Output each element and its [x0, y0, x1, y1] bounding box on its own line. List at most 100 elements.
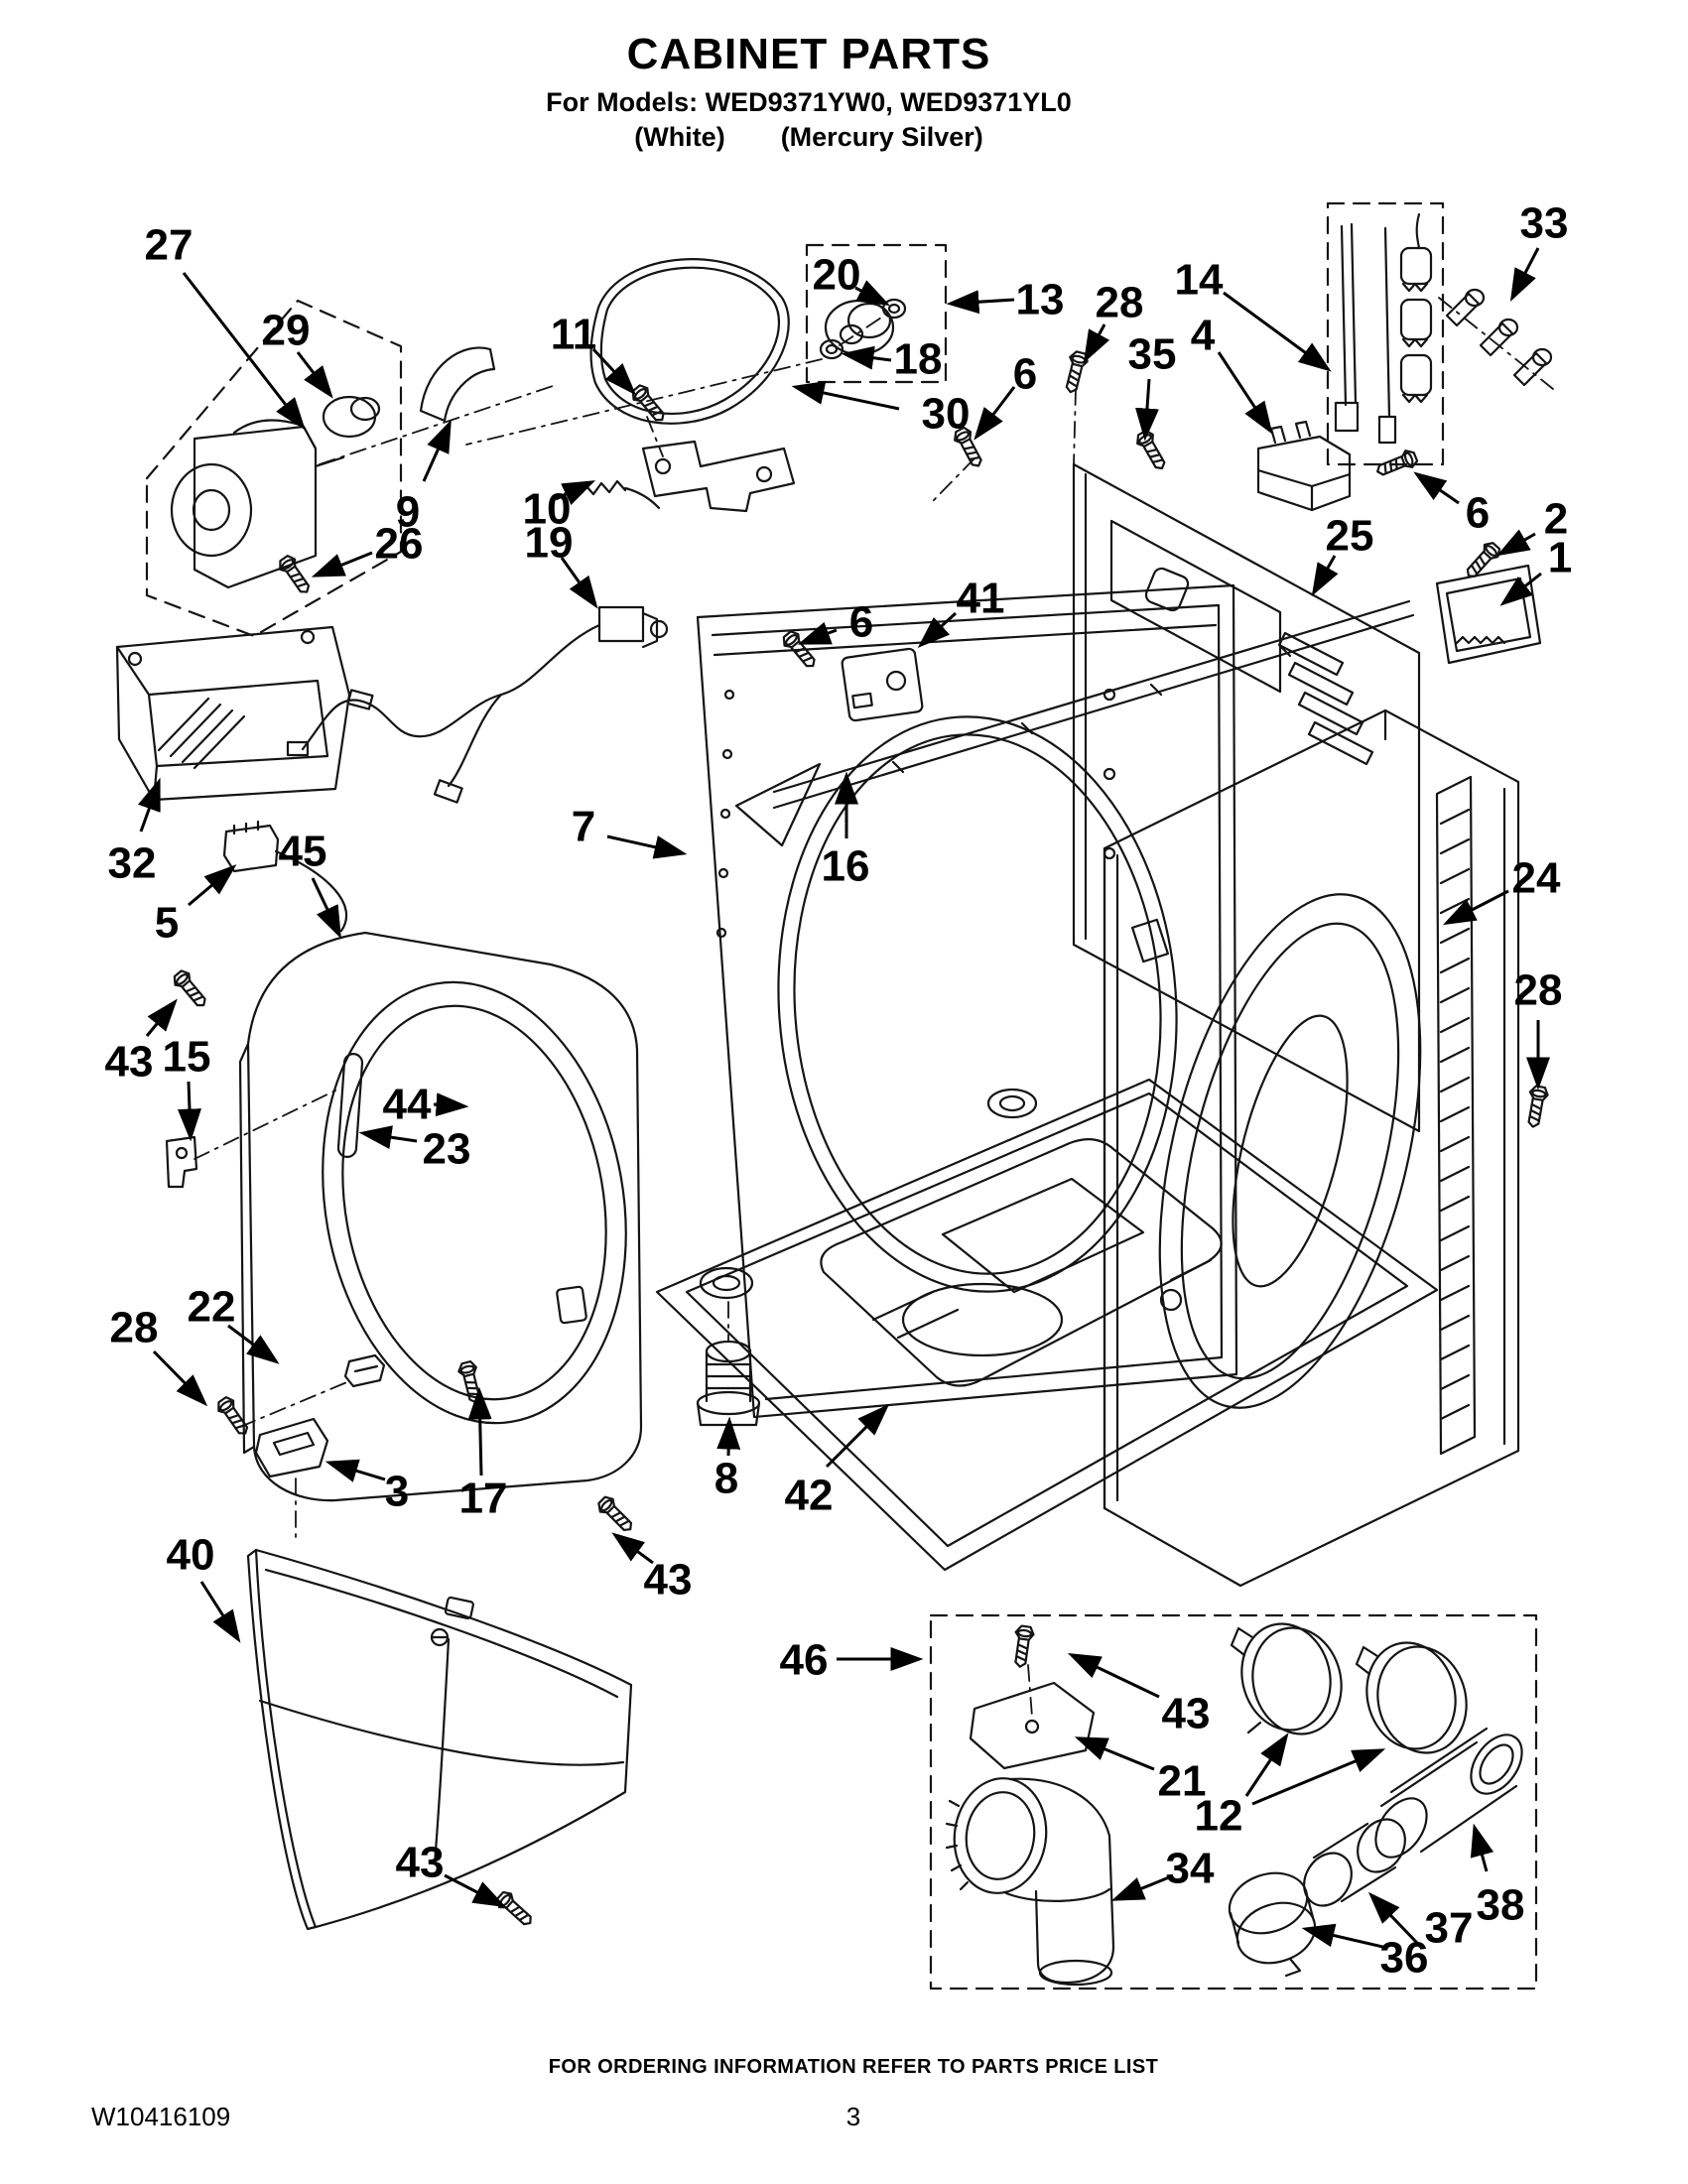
part-callout-41: 41 — [917, 575, 1005, 649]
part-number-label: 35 — [1128, 330, 1177, 379]
hinge-bracket-drawing — [254, 1417, 329, 1545]
terminal-block-drawing — [222, 820, 280, 873]
part-callout-12: 12 — [1195, 1733, 1386, 1841]
drive-belt-drawing — [589, 258, 790, 427]
page-header: CABINET PARTS For Models: WED9371YW0, WE… — [0, 30, 1618, 153]
clamp-drawing — [1230, 1622, 1468, 1754]
front-panel-drawing — [165, 931, 643, 1545]
terminal-bracket-drawing — [1256, 420, 1420, 512]
cord-bracket-drawing — [115, 625, 351, 802]
part-callout-24: 24 — [1443, 854, 1561, 926]
part-callout-20: 20 — [813, 251, 890, 307]
part-number-label: 28 — [1096, 279, 1144, 327]
part-callout-13: 13 — [946, 276, 1065, 324]
motor-bracket-drawing — [275, 346, 496, 598]
part-number-label: 27 — [145, 221, 194, 270]
part-callout-32: 32 — [108, 777, 161, 888]
part-callout-19: 19 — [525, 519, 598, 609]
part-callout-6: 6 — [1413, 471, 1490, 538]
part-number-label: 43 — [396, 1839, 445, 1887]
rear-panel-drawing — [1072, 462, 1421, 1133]
cabinet-wrapper-drawing — [1103, 708, 1550, 1588]
part-callout-33: 33 — [1509, 199, 1568, 302]
part-number-label: 42 — [785, 1472, 834, 1520]
duct-coupler-drawing — [1303, 1818, 1406, 1907]
idler-arm-drawing — [560, 416, 796, 513]
part-callout-25: 25 — [1311, 512, 1374, 596]
part-number-label: 5 — [155, 899, 179, 948]
wire-nuts-drawing — [1438, 288, 1554, 390]
part-callout-23: 23 — [358, 1125, 470, 1174]
part-callout-7: 7 — [572, 803, 688, 859]
part-number-label: 12 — [1195, 1792, 1243, 1841]
part-number-label: 8 — [714, 1455, 738, 1503]
part-callout-34: 34 — [1110, 1845, 1215, 1901]
finish-silver: (Mercury Silver) — [780, 122, 983, 152]
louver-column-drawing — [1435, 775, 1477, 1456]
part-callout-4: 4 — [1191, 312, 1273, 435]
finish-line: (White) (Mercury Silver) — [0, 122, 1618, 153]
part-number-label: 26 — [375, 520, 424, 569]
part-number-label: 9 — [396, 488, 420, 537]
part-number-label: 18 — [894, 335, 943, 384]
part-number-label: 36 — [1380, 1934, 1429, 1983]
part-callout-27: 27 — [145, 221, 306, 431]
part-number-label: 13 — [1016, 276, 1065, 324]
part-number-label: 19 — [525, 519, 574, 568]
part-callout-38: 38 — [1470, 1823, 1525, 1930]
part-number-label: 38 — [1477, 1881, 1525, 1930]
part-number-label: 25 — [1326, 512, 1374, 561]
part-number-label: 21 — [1158, 1757, 1207, 1806]
lint-screen-slot-drawing — [336, 1053, 364, 1158]
part-number-label: 40 — [167, 1531, 215, 1580]
part-callout-43: 43 — [105, 998, 178, 1087]
part-number-label: 44 — [383, 1081, 432, 1129]
part-callout-26: 26 — [311, 520, 424, 578]
part-number-label: 14 — [1175, 256, 1224, 305]
part-callout-28: 28 — [1083, 279, 1144, 363]
part-number-label: 45 — [279, 828, 327, 876]
part-callout-36: 36 — [1301, 1923, 1429, 1983]
document-number: W10416109 — [91, 2102, 231, 2131]
part-callout-5: 5 — [155, 864, 237, 948]
footer-note: FOR ORDERING INFORMATION REFER TO PARTS … — [548, 2056, 1159, 2078]
part-number-label: 20 — [813, 251, 861, 300]
part-number-label: 41 — [957, 575, 1005, 623]
part-callout-3: 3 — [325, 1459, 409, 1516]
page-title: CABINET PARTS — [626, 30, 991, 78]
part-callout-16: 16 — [822, 771, 869, 891]
finish-white: (White) — [634, 122, 725, 152]
part-number-label: 15 — [163, 1033, 211, 1082]
top-bracket-drawing — [734, 599, 1415, 847]
motor-pulley-drawing — [322, 395, 377, 439]
part-number-label: 46 — [780, 1636, 829, 1685]
terminal-cover-drawing — [1435, 538, 1542, 665]
leveling-leg-drawing — [696, 1301, 761, 1427]
part-callout-43: 43 — [396, 1839, 506, 1908]
part-callout-17: 17 — [459, 1386, 507, 1523]
part-number-label: 28 — [1514, 966, 1563, 1015]
part-callout-44: 44 — [383, 1081, 469, 1129]
vent-elbow-drawing — [945, 1777, 1115, 1987]
part-number-label: 3 — [385, 1468, 409, 1516]
part-callout-18: 18 — [841, 335, 943, 384]
hinge-clip-drawing — [165, 1089, 338, 1189]
part-callout-29: 29 — [262, 307, 333, 399]
part-number-label: 6 — [849, 598, 873, 647]
part-callout-8: 8 — [714, 1416, 741, 1503]
part-callout-28: 28 — [1514, 966, 1563, 1091]
part-number-label: 24 — [1512, 854, 1561, 903]
part-callout-43: 43 — [1067, 1653, 1211, 1738]
part-number-label: 43 — [1162, 1690, 1211, 1738]
part-callout-35: 35 — [1128, 330, 1177, 442]
part-callout-37: 37 — [1367, 1891, 1474, 1953]
part-number-label: 29 — [262, 307, 311, 355]
part-callout-1: 1 — [1499, 534, 1572, 606]
duct-clamp-drawing — [1228, 1871, 1317, 1978]
part-callout-28: 28 — [110, 1304, 208, 1407]
part-number-label: 10 — [523, 485, 572, 534]
part-number-label: 37 — [1425, 1904, 1474, 1953]
